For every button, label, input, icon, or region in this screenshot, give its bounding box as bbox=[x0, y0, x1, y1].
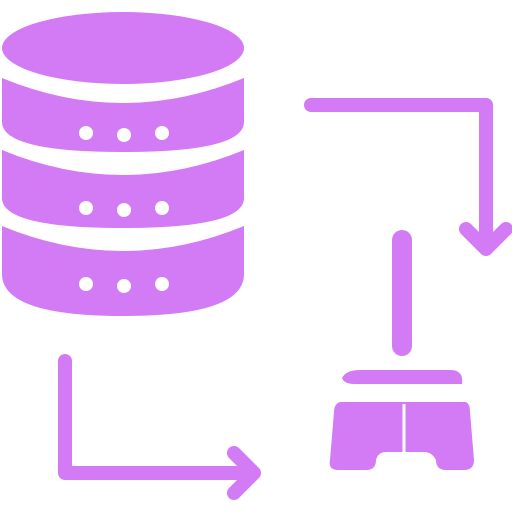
broom-icon bbox=[329, 230, 474, 470]
dot bbox=[155, 126, 169, 140]
dot bbox=[117, 128, 131, 142]
dot bbox=[79, 126, 93, 140]
database-icon bbox=[2, 12, 244, 316]
flow-arrow-right-down-icon bbox=[304, 98, 512, 256]
dot bbox=[155, 201, 169, 215]
broom-bristles bbox=[329, 402, 474, 470]
dot bbox=[155, 277, 169, 291]
database-tier-2 bbox=[2, 150, 244, 228]
dot bbox=[117, 203, 131, 217]
database-dots bbox=[79, 126, 169, 293]
dot bbox=[117, 279, 131, 293]
database-tier-1 bbox=[2, 78, 244, 152]
dot bbox=[79, 201, 93, 215]
database-top-cap bbox=[2, 12, 244, 84]
flow-arrow-down-right-icon bbox=[58, 354, 261, 500]
dot bbox=[79, 277, 93, 291]
broom-band bbox=[342, 370, 463, 384]
database-tier-3 bbox=[2, 226, 244, 316]
